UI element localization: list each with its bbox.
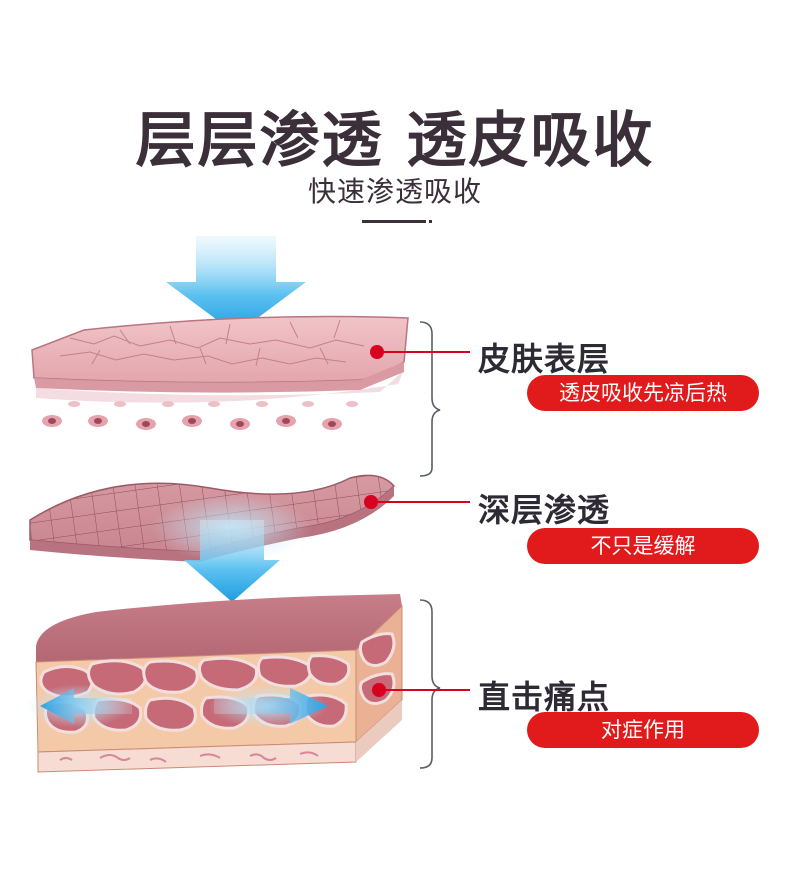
connector-target: [372, 683, 470, 697]
layer-badge-epidermis: 透皮吸收先凉后热: [527, 375, 759, 411]
layer-label-epidermis: 皮肤表层: [478, 340, 611, 378]
right-arrow-icon: [214, 688, 328, 724]
layer-badge-deep: 不只是缓解: [527, 528, 759, 564]
connector-deep: [364, 495, 470, 509]
down-arrow-icon: [184, 520, 280, 602]
page-subtitle: 快速渗透吸收: [307, 175, 482, 208]
tissue-block-layer: [26, 594, 403, 773]
page-title: 层层渗透 透皮吸收: [135, 106, 655, 176]
subtitle-underline: [362, 220, 426, 223]
left-arrow-icon: [40, 688, 132, 724]
down-arrow-icon: [166, 236, 306, 334]
dermal-cells: [42, 401, 358, 430]
layer-brackets: [419, 321, 441, 769]
layer-badge-target: 对症作用: [527, 712, 759, 748]
subtitle-underline-dot: [429, 220, 432, 223]
layer-label-target: 直击痛点: [478, 678, 611, 716]
layer-label-deep: 深层渗透: [478, 491, 611, 529]
epidermis-layer: [31, 315, 409, 430]
connector-epidermis: [370, 345, 470, 359]
